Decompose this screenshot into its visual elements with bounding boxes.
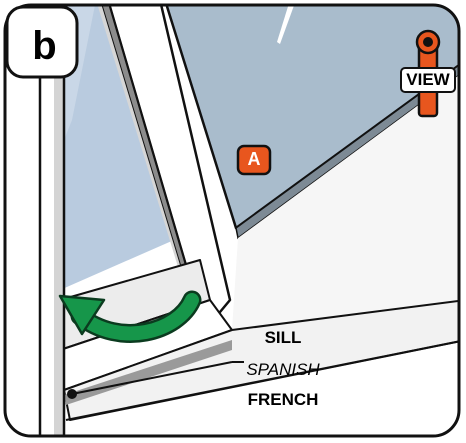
- step-letter: b: [32, 24, 56, 68]
- callout-line-french: FRENCH: [247, 390, 319, 409]
- rotation-arrow-head: [58, 294, 106, 336]
- view-label: VIEW: [406, 70, 450, 89]
- sill-base: [63, 299, 460, 421]
- glass-badge-letter: A: [247, 149, 261, 169]
- glass-badge: [236, 144, 272, 176]
- callout-dot: [67, 389, 77, 399]
- callout-leader-line: [71, 361, 233, 395]
- step-label-box: [5, 5, 79, 79]
- rotation-arrow: [73, 293, 199, 341]
- callout-line-spanish: SPANISH: [246, 360, 320, 379]
- panel-frame: [3, 3, 461, 438]
- callout-line-sill: SILL: [264, 328, 302, 347]
- view-label-box: [400, 67, 456, 93]
- left-glass-pane: [60, 4, 174, 290]
